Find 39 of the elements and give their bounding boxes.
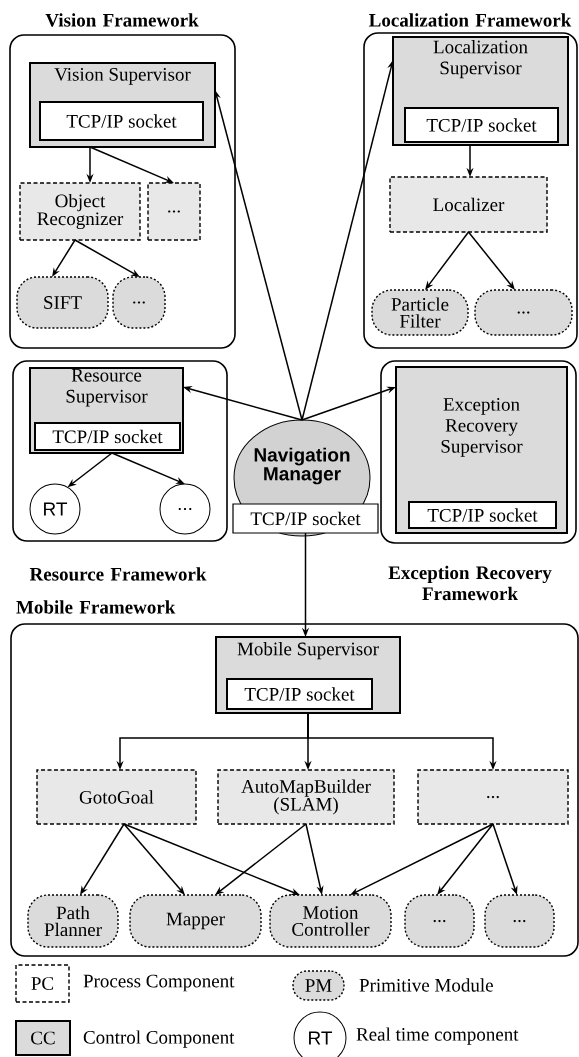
primitive-module-box: ... [112, 276, 166, 329]
legend-text: Primitive Module [359, 978, 493, 992]
socket-box: TCP/IP socket [39, 101, 204, 141]
socket-box: TCP/IP socket [34, 422, 181, 451]
process-component-box: Object Recognizer [19, 182, 141, 241]
process-component-box: ... [417, 769, 569, 825]
node-label: Localization Framework [369, 13, 572, 27]
node-label: Resource Framework [29, 567, 207, 581]
primitive-module-box: ... [484, 894, 555, 948]
process-component-box: GotoGoal [36, 769, 197, 825]
arrow [215, 823, 307, 895]
socket-box: TCP/IP socket [408, 501, 557, 529]
primitive-module-box: SIFT [16, 276, 109, 329]
process-component-box: Localizer [389, 176, 548, 233]
arrow [123, 823, 185, 895]
primitive-module-box: ... [474, 289, 573, 336]
legend-text: Control Component [83, 1030, 235, 1048]
legend-sample: PM [292, 970, 345, 1001]
socket-box: TCP/IP socket [226, 678, 373, 710]
legend-text: Real time component [356, 1027, 519, 1045]
arrow [437, 823, 494, 895]
socket-box: TCP/IP socket [232, 503, 379, 534]
arrow [425, 231, 470, 290]
primitive-module-box: ... [404, 894, 475, 948]
node-label: Vision Framework [45, 13, 199, 27]
process-component-box: AutoMapBuilder (SLAM) [217, 769, 395, 825]
node-label: Exception Recovery Framework [388, 565, 552, 601]
node-label: Mobile Framework [16, 600, 176, 614]
legend-text: Process Component [83, 974, 235, 992]
primitive-module-box: Path Planner [27, 894, 119, 948]
primitive-module-box: Motion Controller [269, 894, 392, 948]
primitive-module-box: Particle Filter [371, 289, 469, 336]
legend-sample: RT [293, 1011, 347, 1057]
socket-box: TCP/IP socket [404, 107, 559, 143]
process-component-box: ... [147, 182, 201, 241]
primitive-module-box: Mapper [129, 894, 262, 948]
legend-sample: CC [15, 1020, 71, 1056]
arrow [467, 231, 515, 290]
legend-sample: PC [15, 964, 70, 1003]
